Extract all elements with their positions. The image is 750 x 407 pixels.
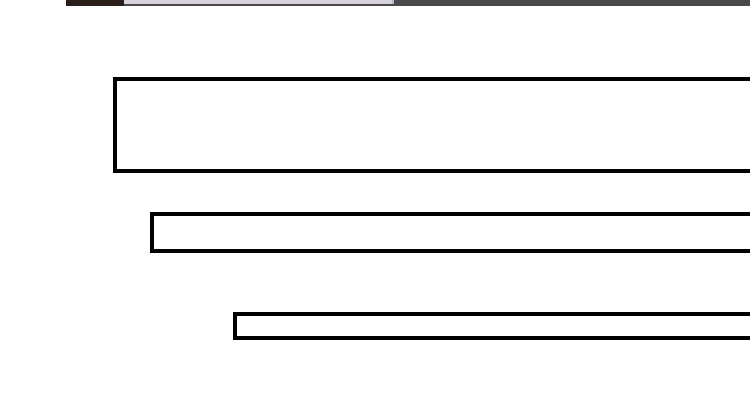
content-block-large[interactable] (113, 77, 750, 173)
content-block-medium[interactable] (150, 212, 750, 253)
top-strip-selected-segment[interactable] (124, 0, 394, 4)
top-strip-dark-segment (66, 0, 124, 6)
content-block-small[interactable] (233, 312, 750, 340)
top-toolbar-strip (66, 0, 750, 6)
